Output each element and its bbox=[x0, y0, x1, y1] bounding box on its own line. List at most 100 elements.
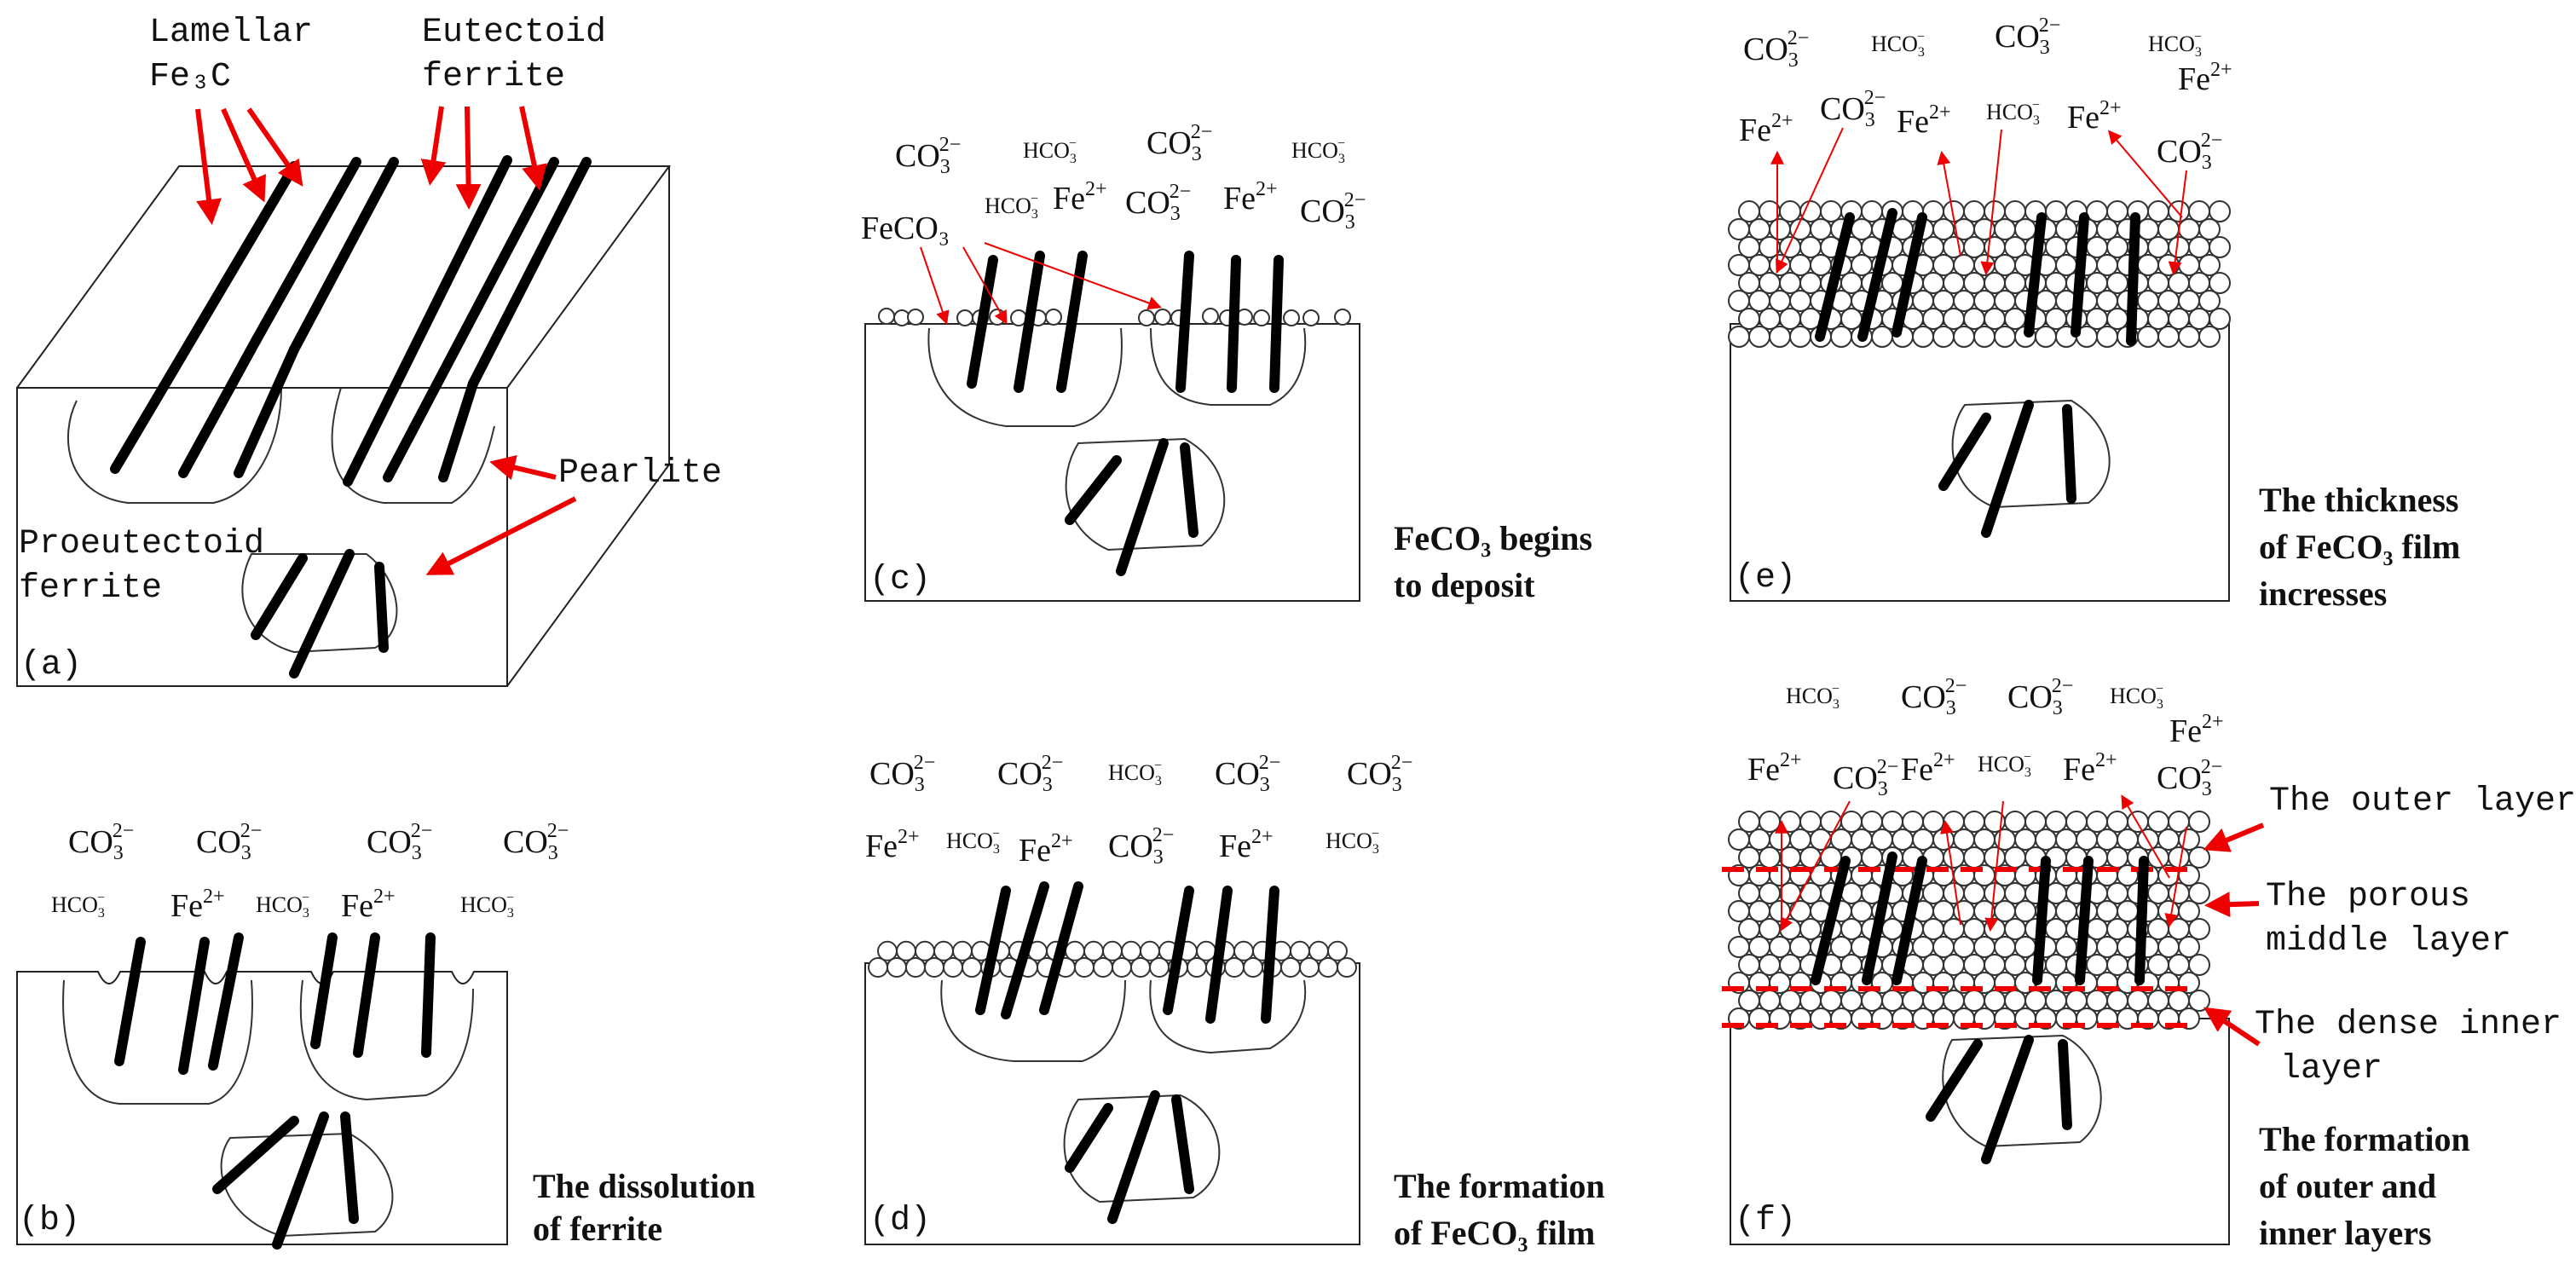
caption-f-line2: of outer and bbox=[2259, 1167, 2436, 1205]
panel-b: (b) bbox=[16, 932, 508, 1250]
feco3-particle bbox=[2014, 828, 2036, 851]
feco3-particle bbox=[2014, 218, 2036, 240]
feco3-particle bbox=[1102, 940, 1123, 961]
feco3-particle bbox=[2198, 218, 2221, 240]
feco3-particle bbox=[1953, 828, 1975, 851]
feco3-particle bbox=[2188, 308, 2210, 330]
feco3-particle bbox=[2004, 200, 2026, 222]
ion-co3: CO32− bbox=[1215, 752, 1280, 796]
feco3-particle bbox=[2188, 200, 2210, 222]
feco3-particle bbox=[1799, 272, 1822, 294]
feco3-particle bbox=[1984, 308, 2006, 330]
feco3-particle bbox=[2004, 272, 2026, 294]
feco3-particle bbox=[2127, 811, 2149, 833]
feco3-particle bbox=[2086, 272, 2108, 294]
feco3-particle bbox=[1851, 254, 1873, 276]
feco3-particle bbox=[2055, 254, 2077, 276]
feco3-particle bbox=[1840, 308, 1863, 330]
feco3-particle bbox=[2086, 990, 2108, 1012]
feco3-particle bbox=[2137, 326, 2159, 348]
label-dense-1: The dense inner bbox=[2255, 1006, 2562, 1044]
feco3-particle bbox=[1769, 290, 1791, 312]
feco3-particle bbox=[2117, 900, 2139, 922]
feco3-particle bbox=[1973, 936, 1996, 958]
feco3-particle bbox=[2024, 811, 2047, 833]
feco3-film-d bbox=[868, 940, 1357, 978]
feco3-particle bbox=[1984, 846, 2006, 869]
feco3-particle bbox=[1943, 846, 1965, 869]
feco3-particle bbox=[1851, 828, 1873, 851]
feco3-particle bbox=[1932, 290, 1955, 312]
feco3-particle bbox=[877, 940, 898, 961]
ion-co3: CO32− bbox=[1995, 14, 2060, 59]
feco3-particle bbox=[2096, 828, 2118, 851]
ion-fe: Fe2+ bbox=[2169, 711, 2224, 749]
ion-co3: CO32− bbox=[895, 134, 961, 178]
caption-e: The thickness of FeCO₃ film incresses bbox=[2259, 481, 2460, 613]
feco3-particle bbox=[1748, 900, 1770, 922]
feco3-particle bbox=[1759, 882, 1781, 904]
feco3-particle bbox=[1779, 918, 1801, 940]
feco3-particle bbox=[1912, 326, 1934, 348]
feco3-particle bbox=[1963, 308, 1985, 330]
ion-co3: CO32− bbox=[869, 752, 935, 796]
feco3-particle bbox=[1769, 936, 1791, 958]
feco3-particle bbox=[1932, 828, 1955, 851]
feco3-particle bbox=[2045, 272, 2067, 294]
caption-c-line1: FeCO₃ begins bbox=[1394, 519, 1592, 557]
feco3-particle bbox=[2024, 990, 2047, 1012]
caption-f-line1: The formation bbox=[2259, 1120, 2470, 1158]
feco3-particle bbox=[1748, 828, 1770, 851]
ion-hco3: HCO3− bbox=[2148, 30, 2202, 60]
panel-tag-b: (b) bbox=[19, 1202, 80, 1240]
feco3-particle bbox=[2106, 236, 2128, 258]
feco3-particle bbox=[1738, 236, 1760, 258]
feco3-particle bbox=[1994, 290, 2016, 312]
feco3-particle bbox=[1912, 828, 1934, 851]
feco3-particle bbox=[1984, 200, 2006, 222]
label-eutectoid-2: ferrite bbox=[422, 58, 565, 96]
ion-co3: CO32− bbox=[1833, 756, 1898, 800]
feco3-particle bbox=[2004, 811, 2026, 833]
ion-hco3: HCO3− bbox=[1986, 98, 2040, 128]
ion-fe: Fe2+ bbox=[865, 826, 920, 864]
feco3-particle bbox=[2188, 846, 2210, 869]
feco3-particle bbox=[1327, 940, 1348, 961]
feco3-particle bbox=[1912, 936, 1934, 958]
feco3-particle bbox=[1861, 846, 1883, 869]
label-dense-2: layer bbox=[2280, 1050, 2383, 1088]
caption-b: The dissolution of ferrite bbox=[533, 1167, 755, 1248]
feco3-particle bbox=[1932, 326, 1955, 348]
feco3-particle bbox=[2004, 236, 2026, 258]
feco3-particle bbox=[2178, 218, 2200, 240]
feco3-particle bbox=[1943, 308, 1965, 330]
feco3-particle bbox=[2157, 828, 2180, 851]
feco3-particle bbox=[1738, 882, 1760, 904]
feco3-particle bbox=[1871, 828, 1893, 851]
feco3-particle bbox=[2137, 254, 2159, 276]
feco3-particle bbox=[2106, 954, 2128, 976]
ion-co3: CO32− bbox=[1146, 121, 1212, 165]
feco3-particle bbox=[1820, 200, 1842, 222]
feco3-particle bbox=[1922, 236, 1944, 258]
feco3-particle bbox=[1759, 272, 1781, 294]
feco3-particle bbox=[2147, 811, 2169, 833]
ion-fe: Fe2+ bbox=[2063, 749, 2117, 788]
label-pearlite: Pearlite bbox=[558, 454, 722, 493]
feco3-particle bbox=[2127, 990, 2149, 1012]
feco3-particle bbox=[2147, 882, 2169, 904]
label-eutectoid-1: Eutectoid bbox=[422, 14, 606, 52]
feco3-particle bbox=[1953, 290, 1975, 312]
feco3-particle bbox=[1973, 254, 1996, 276]
panel-c: FeCO₃ (c) bbox=[861, 211, 1360, 602]
feco3-particle bbox=[2004, 882, 2026, 904]
feco3-particle bbox=[1830, 936, 1852, 958]
ion-co3: CO32− bbox=[68, 820, 134, 864]
feco3-particle bbox=[2157, 290, 2180, 312]
ion-hco3: HCO3− bbox=[1108, 759, 1162, 788]
feco3-particle bbox=[1902, 990, 1924, 1012]
feco3-particle bbox=[1789, 900, 1811, 922]
panel-f: The outer layer The porous middle layer … bbox=[1722, 782, 2576, 1245]
feco3-particle bbox=[1738, 272, 1760, 294]
feco3-particle bbox=[2106, 272, 2128, 294]
